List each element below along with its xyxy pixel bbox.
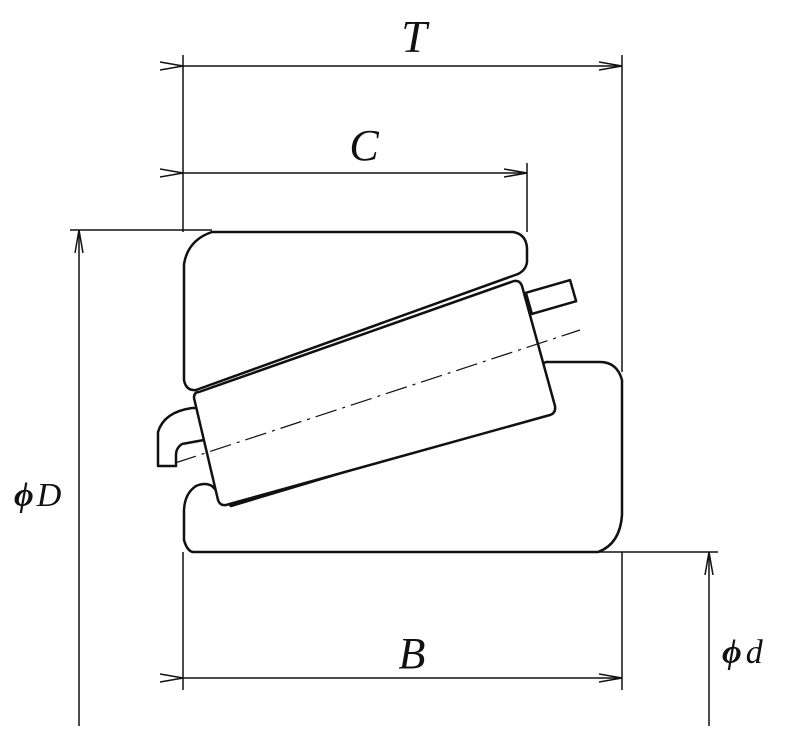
label-C: C <box>349 121 379 170</box>
label-outer-diameter: ϕD <box>14 477 62 514</box>
roller-center-line <box>174 329 581 464</box>
outer-ring-cup <box>182 230 529 392</box>
inner-ring-rib <box>156 406 206 468</box>
label-B: B <box>399 629 426 678</box>
cage-bar <box>524 278 578 316</box>
tapered-roller <box>192 279 557 507</box>
label-T: T <box>401 11 430 62</box>
